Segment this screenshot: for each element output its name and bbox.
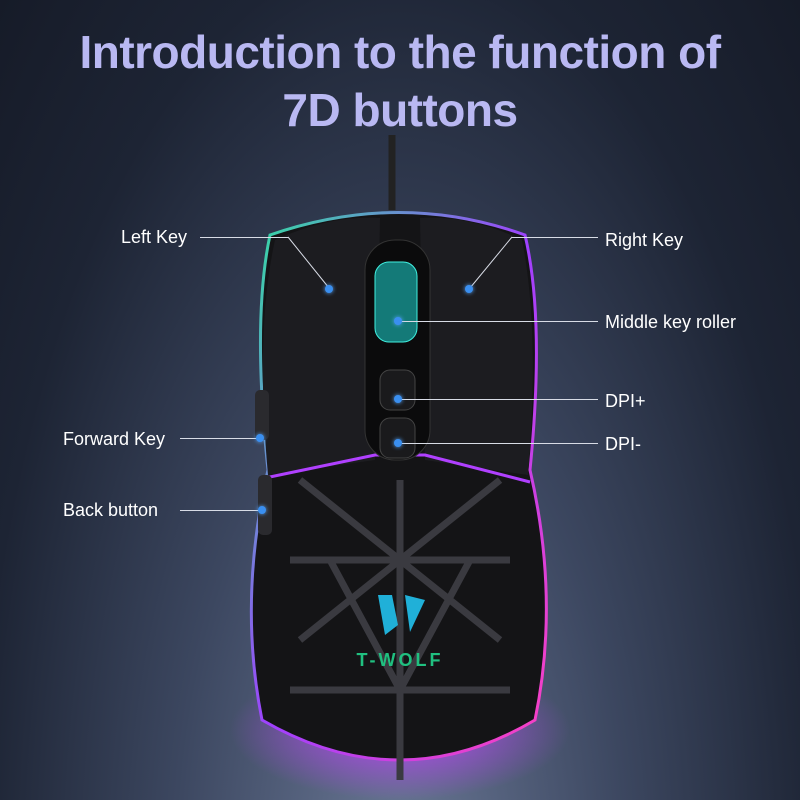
headline-line-2: 7D buttons: [282, 84, 518, 136]
forward-side-button: [255, 390, 269, 440]
dpi-minus-button: [379, 417, 416, 459]
leader-line: [180, 510, 262, 511]
headline-line-1: Introduction to the function of: [79, 26, 721, 78]
label-forward-key: Forward Key: [63, 429, 166, 449]
roller-dot: [394, 317, 402, 325]
label-back-button: Back button: [63, 500, 159, 520]
leader-line: [200, 237, 288, 238]
label-dpi-minus: DPI-: [605, 434, 641, 454]
right-key-dot: [465, 285, 473, 293]
wolf-logo: [378, 595, 425, 635]
leader-line: [400, 443, 598, 444]
forward-key-dot: [256, 434, 264, 442]
dpi-plus-dot: [394, 395, 402, 403]
leader-line: [512, 237, 598, 238]
leader-line: [400, 399, 598, 400]
leader-line: [180, 438, 260, 439]
label-right-key: Right Key: [605, 230, 684, 250]
label-dpi-plus: DPI+: [605, 391, 646, 411]
back-button-dot: [258, 506, 266, 514]
mouse-left-shell: [262, 217, 380, 475]
leader-line: [400, 321, 598, 322]
mouse-right-shell: [420, 217, 533, 475]
label-left-key: Left Key: [121, 227, 188, 247]
logo-text: T-WOLF: [357, 650, 444, 670]
scroll-wheel: [374, 261, 418, 343]
label-middle-key-roller: Middle key roller: [605, 312, 737, 332]
honeycomb-grid: [290, 477, 510, 780]
dpi-plus-button: [379, 369, 416, 411]
dpi-minus-dot: [394, 439, 402, 447]
back-side-button: [258, 475, 272, 535]
left-key-dot: [325, 285, 333, 293]
